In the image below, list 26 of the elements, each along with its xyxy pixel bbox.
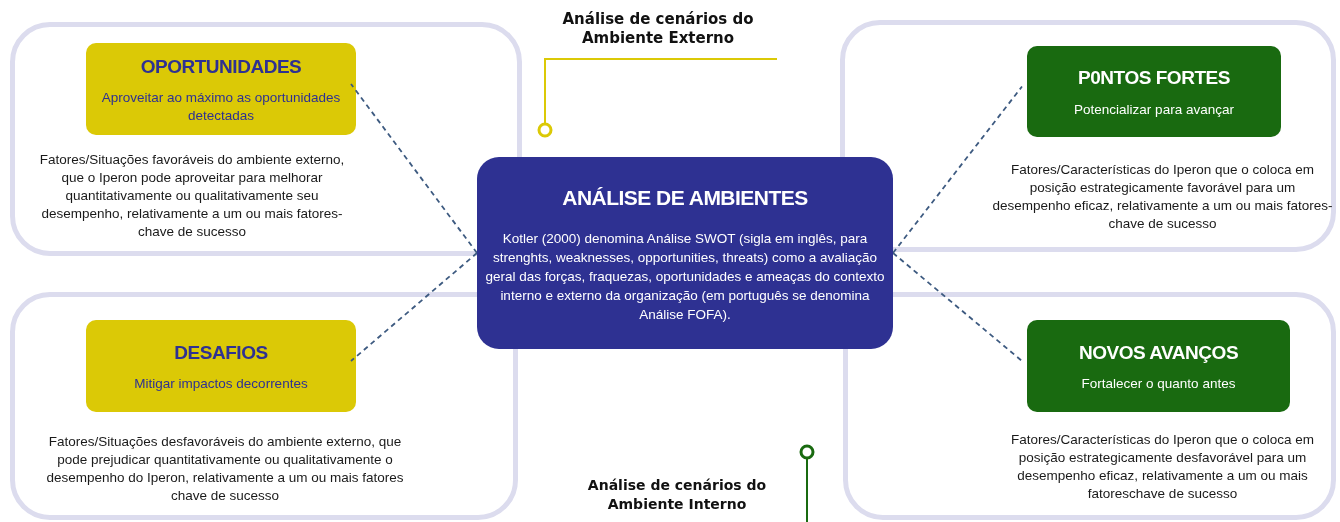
box-subtitle: Potencializar para avançar [1074,100,1234,119]
box-subtitle: Fortalecer o quanto antes [1081,375,1236,394]
category-box [1027,46,1281,137]
category-box [1027,320,1290,412]
panel [840,20,1336,252]
center-box [477,157,893,349]
box-title: P0NTOS FORTES [1078,66,1230,91]
box-title: NOVOS AVANÇOS [1078,340,1239,365]
box-title: OPORTUNIDADES [140,54,302,79]
box-title: ANÁLISE DE AMBIENTES [562,184,808,211]
box-description: Kotler (2000) denomina Análise SWOT (sigla em inglês, para strenghts, weaknesses, opportunities, threats) como a avaliação geral das forças, fraquezas, oportunidades e ameaças do contexto interno e externo da organização (em português se denomina Análise FOFA). [485,230,885,325]
category-box [86,320,356,412]
dashed-connector [892,85,1023,254]
dashed-connector [892,252,1023,362]
dashed-connector [350,83,478,254]
box-subtitle: Mitigar impactos decorrentes [134,375,308,394]
panel-description: Fatores/Características do Iperon que o coloca em posição estrategicamente favorável para um desempenho eficaz, relativamente a um ou mais fatores-chave de sucesso [991,161,1334,233]
box-subtitle: Aproveitar ao máximo as oportunidades detectadas [100,89,342,126]
panel-description: Fatores/Situações favoráveis do ambiente externo, que o Iperon pode aproveitar para melhorar quantitativamente ou qualitativamente seu desempenho, relativamente a um ou mais fatores-chave de sucesso [38,151,346,241]
section-heading: Análise de cenários do Ambiente Interno [586,476,768,514]
panel-description: Fatores/Situações desfavoráveis do ambiente externo, que pode prejudicar quantitativamente ou qualitativamente o desempenho do Iperon, relativamente a um ou mais fatores chave de sucesso [45,433,405,505]
box-title: DESAFIOS [174,340,268,365]
category-box [86,43,356,135]
dashed-connector [350,252,478,362]
section-heading: Análise de cenários do Ambiente Externo [561,10,755,48]
panel-description: Fatores/Características do Iperon que o coloca em posição estrategicamente desfavorável para um desempenho eficaz, relativamente a um ou mais fatoreschave de sucesso [1009,431,1316,503]
